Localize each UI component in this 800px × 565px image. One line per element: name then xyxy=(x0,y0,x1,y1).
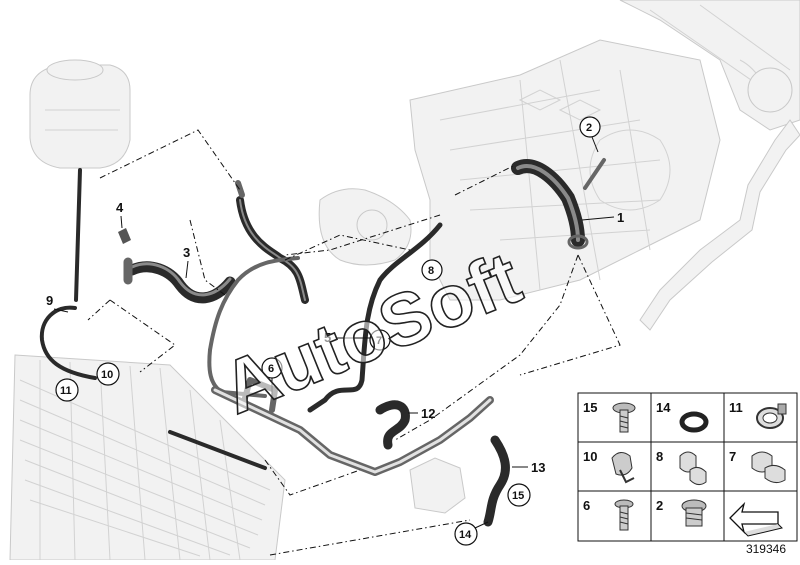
parts-legend: 15 14 11 10 xyxy=(577,392,798,542)
legend-cell-arrow xyxy=(729,501,783,537)
callout-8-label: 8 xyxy=(428,265,434,277)
screw-with-clip-icon xyxy=(612,402,636,433)
water-pump-ghost xyxy=(318,188,412,266)
legend-label-2: 2 xyxy=(656,498,663,513)
callout-14: 14 xyxy=(454,521,489,546)
callout-10-label: 10 xyxy=(101,369,113,381)
callout-9: 9 xyxy=(46,293,69,313)
engine-block-ghost xyxy=(409,39,721,301)
legend-label-15: 15 xyxy=(583,400,597,415)
o-ring-icon xyxy=(679,411,709,433)
document-number: 319346 xyxy=(745,542,786,556)
legend-label-6: 6 xyxy=(583,498,590,513)
callout-5: 5 xyxy=(324,330,372,345)
bolt-icon xyxy=(614,499,634,531)
legend-label-10: 10 xyxy=(583,449,597,464)
callout-6: 6 xyxy=(261,357,283,396)
callout-1: 1 xyxy=(581,210,624,225)
callout-14-label: 14 xyxy=(459,529,472,541)
hose-clamp-icon xyxy=(756,403,787,429)
main-coolant-pipe xyxy=(211,377,494,476)
callout-5-label: 5 xyxy=(324,330,331,345)
callout-2-label: 2 xyxy=(586,122,592,134)
callout-10: 10 xyxy=(96,362,120,386)
legend-label-8: 8 xyxy=(656,449,663,464)
legend-cell-6: 6 xyxy=(583,498,634,531)
callout-11-label: 11 xyxy=(60,385,72,397)
upper-hose-to-engine xyxy=(235,180,309,304)
hose-fitting-4 xyxy=(118,228,131,244)
callout-11: 11 xyxy=(55,378,79,402)
assembly-dash-lines xyxy=(87,129,621,556)
callout-8: 8 xyxy=(421,259,443,281)
bleed-screw-icon xyxy=(681,499,707,527)
callout-12-label: 12 xyxy=(421,406,435,421)
double-holder-large-icon xyxy=(751,451,786,484)
callout-7-label: 7 xyxy=(376,335,382,347)
expansion-tank-ghost xyxy=(29,59,131,169)
small-hose-13 xyxy=(483,435,510,527)
direction-arrow-icon xyxy=(729,501,783,537)
legend-cell-11: 11 xyxy=(729,400,787,429)
callout-15-label: 15 xyxy=(512,490,524,502)
legend-cell-8: 8 xyxy=(656,449,707,486)
legend-cell-14: 14 xyxy=(656,400,709,433)
transmission-ghost xyxy=(619,0,800,131)
callout-4-label: 4 xyxy=(116,200,124,215)
return-pipe-ghost xyxy=(639,119,800,331)
callout-7: 7 xyxy=(369,329,391,351)
thermostat-housing-ghost xyxy=(409,457,466,514)
callout-1-label: 1 xyxy=(617,210,624,225)
callout-2: 2 xyxy=(579,116,601,153)
legend-cell-2: 2 xyxy=(656,498,707,527)
callout-4: 4 xyxy=(116,200,124,229)
radiator-feed-hose-3 xyxy=(123,257,236,304)
legend-cell-10: 10 xyxy=(583,449,635,484)
legend-cell-15: 15 xyxy=(583,400,636,433)
callout-6-label: 6 xyxy=(268,363,274,375)
legend-label-7: 7 xyxy=(729,449,736,464)
double-clip-icon xyxy=(611,452,635,484)
legend-label-14: 14 xyxy=(656,400,671,415)
engine-outlet-hose-1 xyxy=(511,158,606,250)
callout-15: 15 xyxy=(507,483,531,507)
small-hose-12 xyxy=(375,400,410,450)
legend-label-11: 11 xyxy=(729,400,743,415)
legend-cell-7: 7 xyxy=(729,449,786,484)
callout-13: 13 xyxy=(512,460,545,475)
callout-12: 12 xyxy=(408,406,435,421)
callout-3-label: 3 xyxy=(183,245,190,260)
callout-3: 3 xyxy=(183,245,190,279)
double-holder-icon xyxy=(679,451,707,486)
callout-13-label: 13 xyxy=(531,460,545,475)
callout-9-label: 9 xyxy=(46,293,53,308)
radiator-ghost xyxy=(9,354,286,561)
